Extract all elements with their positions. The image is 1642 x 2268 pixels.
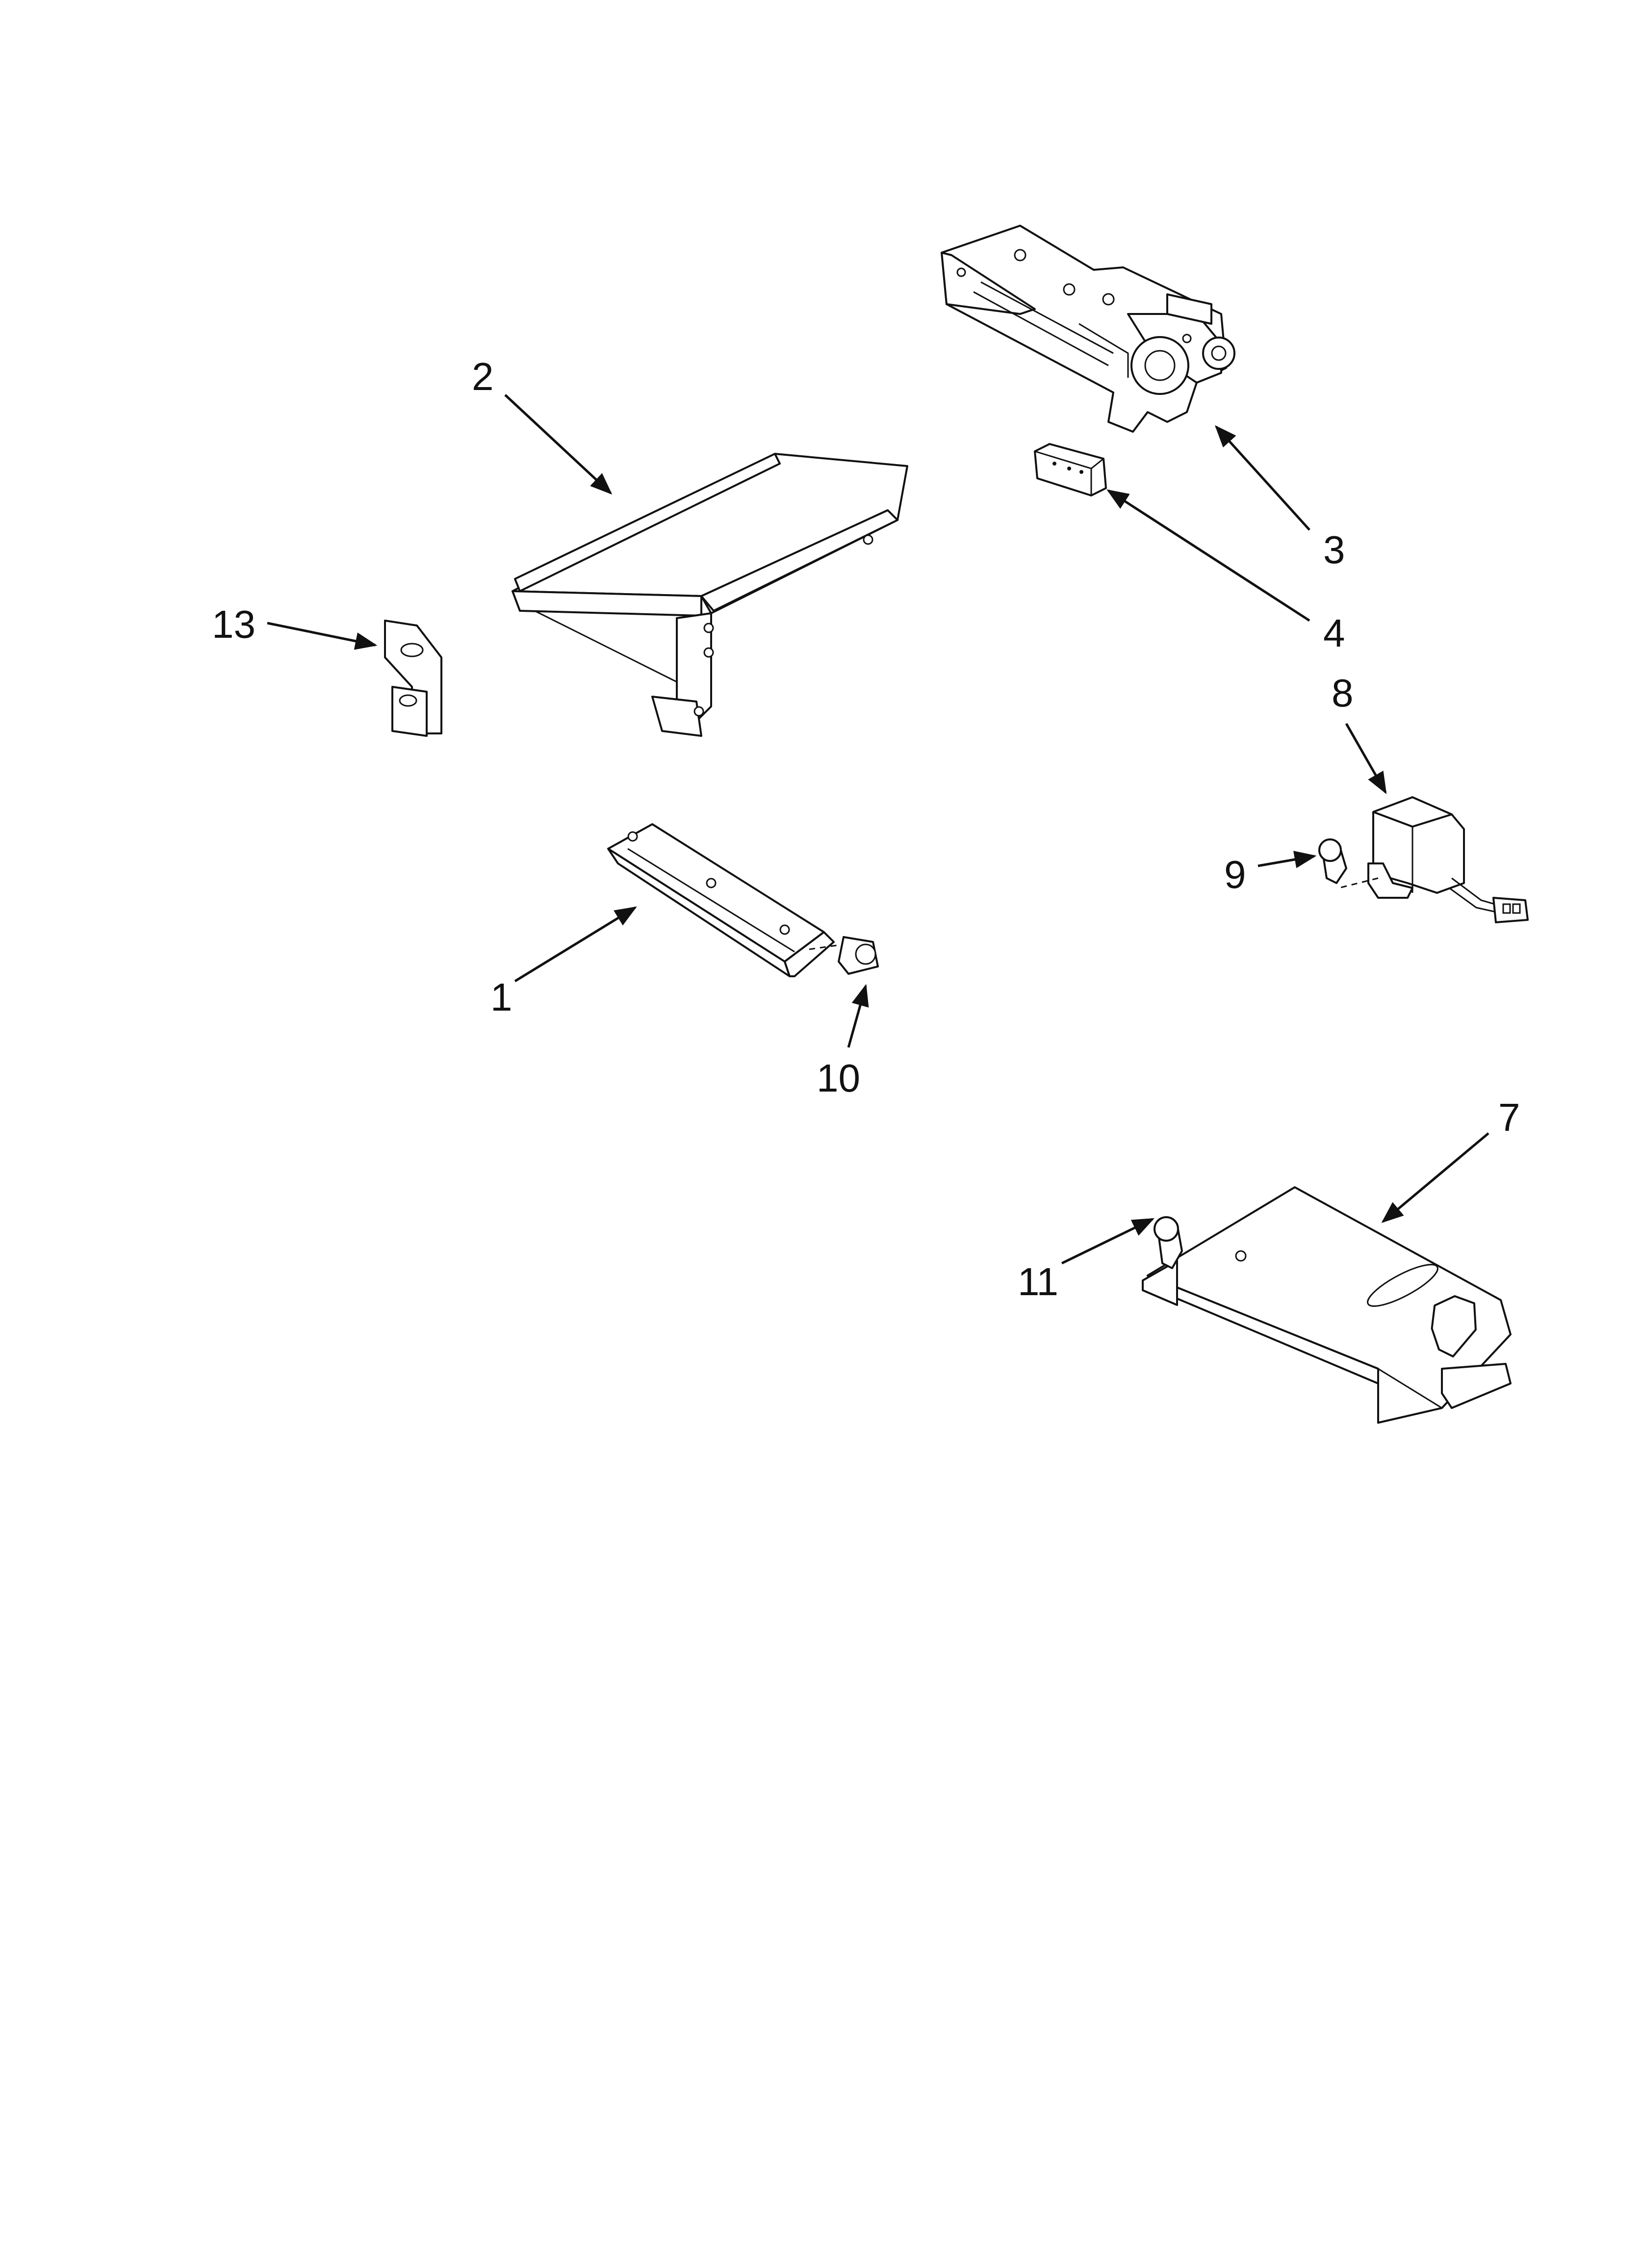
part-4-block <box>1034 443 1107 496</box>
callout-8: 8 <box>1332 671 1354 715</box>
leader-lines <box>267 394 1489 1265</box>
part-10-screw <box>809 936 879 975</box>
part-3-motor-assembly <box>941 225 1235 433</box>
part-1-rail <box>607 823 835 977</box>
callout-2: 2 <box>472 355 494 398</box>
part-11-screw <box>1154 1216 1183 1269</box>
callout-11: 11 <box>1018 1260 1058 1303</box>
part-8-transformer <box>1338 796 1529 923</box>
part-9-screw <box>1318 838 1347 884</box>
part-7-plate <box>1142 1186 1512 1424</box>
callout-13: 13 <box>212 602 256 646</box>
callout-3: 3 <box>1323 528 1345 572</box>
callout-9: 9 <box>1224 853 1246 896</box>
part-13-bracket <box>384 620 442 737</box>
part-2-cover-tray <box>512 453 908 737</box>
callout-10: 10 <box>817 1056 860 1100</box>
callout-1: 1 <box>490 975 513 1019</box>
callout-4: 4 <box>1323 611 1345 655</box>
callout-labels: 2 3 4 8 9 13 1 10 7 11 <box>212 355 1520 1303</box>
callout-7: 7 <box>1498 1095 1520 1139</box>
